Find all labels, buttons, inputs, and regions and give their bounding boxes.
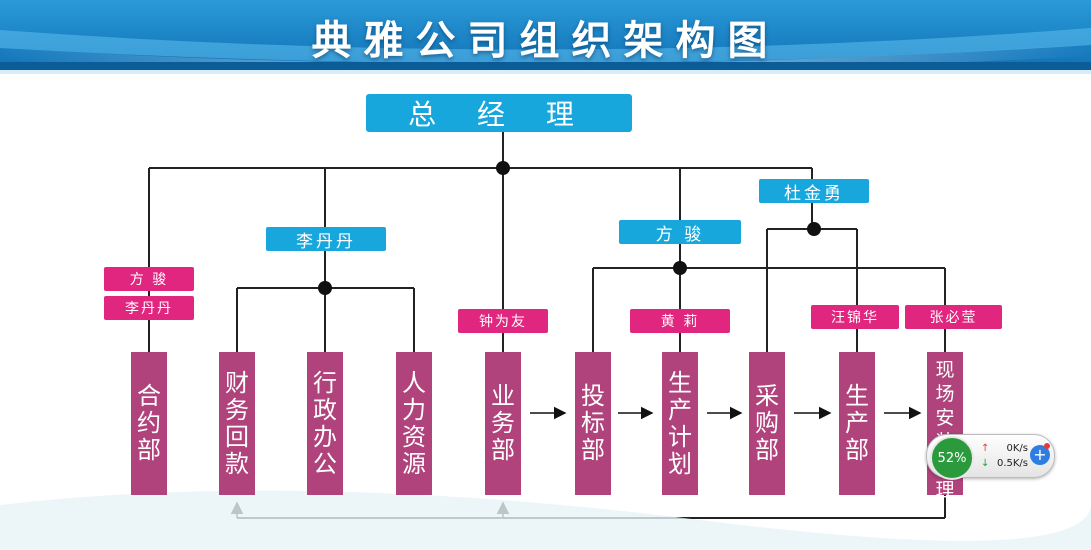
label-yewu: 钟为友 (458, 309, 548, 333)
manager-fang-jun: 方 骏 (619, 220, 741, 245)
ceo-box: 总 经 理 (366, 94, 632, 132)
label-hetong-fang: 方 骏 (104, 267, 194, 291)
dept-caiwu: 财务回款 (219, 352, 255, 495)
label-shengchan: 汪锦华 (811, 305, 899, 329)
dept-caigou: 采购部 (749, 352, 785, 495)
upload-arrow-icon: ↑ (981, 443, 990, 454)
label-shengchan-plan: 黄 莉 (630, 309, 730, 333)
manager-du-jinyong: 杜金勇 (759, 179, 869, 204)
manager-li-dandan: 李丹丹 (266, 227, 386, 252)
label-xianchang: 张必莹 (905, 305, 1002, 329)
notification-dot (1044, 443, 1050, 449)
usage-percent-ring: 52% (930, 436, 974, 480)
dept-toubiao: 投标部 (575, 352, 611, 495)
label-hetong-li: 李丹丹 (104, 296, 194, 320)
dept-shengchanjihua: 生产计划 (662, 352, 698, 495)
page-title: 典雅公司组织架构图 (311, 18, 780, 64)
plus-icon[interactable]: + (1030, 445, 1050, 465)
dept-hetong: 合约部 (131, 352, 167, 495)
download-arrow-icon: ↓ (981, 458, 990, 469)
dept-renli: 人力资源 (396, 352, 432, 495)
download-speed: 0.5K/s (996, 458, 1028, 469)
dept-xingzheng: 行政办公 (307, 352, 343, 495)
title-banner (0, 0, 1091, 74)
dept-shengchan: 生产部 (839, 352, 875, 495)
dept-yewu: 业务部 (485, 352, 521, 495)
network-speed-widget[interactable]: 52% ↑ 0K/s ↓ 0.5K/s + (926, 434, 1055, 480)
upload-speed: 0K/s (1006, 443, 1029, 454)
